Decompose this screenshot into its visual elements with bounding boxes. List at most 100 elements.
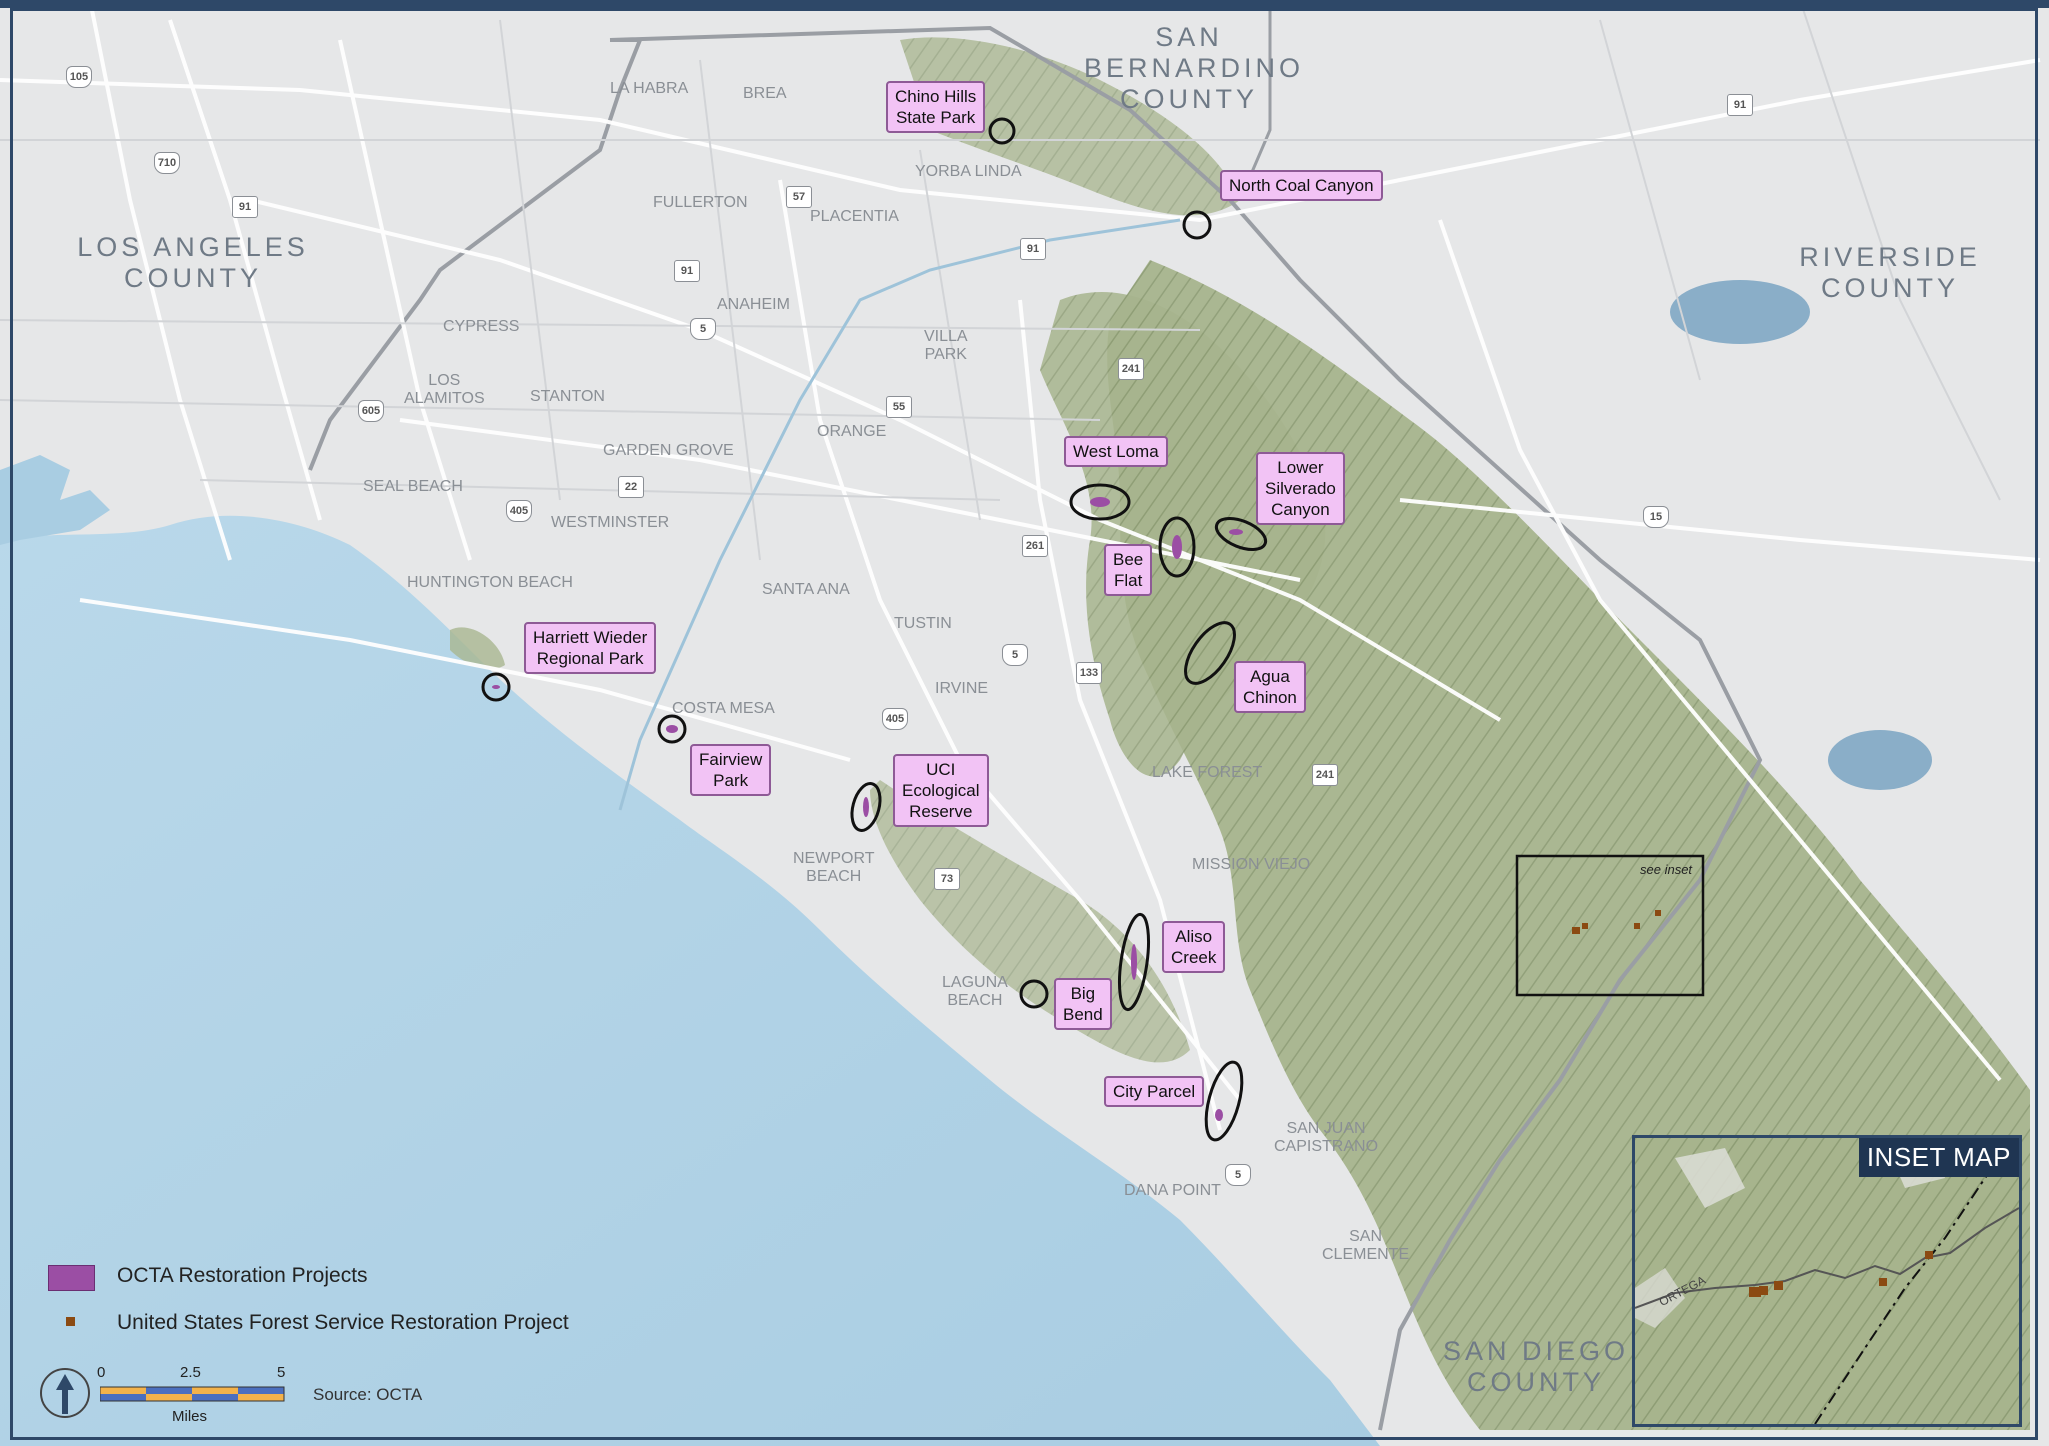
highway-shield: 405 [506, 500, 532, 522]
usfs-site-marker[interactable] [1634, 923, 1640, 929]
lake-elsinore [1828, 730, 1932, 790]
legend-usfs-swatch [66, 1317, 75, 1326]
city-laguna-beach: LAGUNA BEACH [942, 974, 1008, 1009]
usfs-site-marker[interactable] [1572, 927, 1580, 934]
north-arrow-icon [40, 1368, 90, 1418]
scale-tick-5: 5 [277, 1364, 286, 1381]
usfs-site-marker[interactable] [1655, 910, 1661, 916]
usfs-site-marker[interactable] [1925, 1251, 1933, 1259]
city-cypress: CYPRESS [443, 318, 520, 335]
harriett-wieder-outline[interactable] [481, 672, 511, 702]
fairview-outline[interactable] [657, 714, 687, 744]
highway-shield: 133 [1076, 662, 1102, 684]
city-mission-viejo: MISSION VIEJO [1192, 856, 1311, 873]
city-san-clemente: SAN CLEMENTE [1322, 1228, 1410, 1263]
top-border [0, 0, 2049, 8]
uci-outline[interactable] [847, 780, 885, 833]
city-parcel-outline[interactable] [1199, 1058, 1249, 1143]
pacific-ocean [0, 515, 1380, 1446]
label-lower-silverado-canyon[interactable]: Lower Silverado Canyon [1256, 452, 1345, 525]
city-la-habra: LA HABRA [610, 80, 689, 97]
city-santa-ana: SANTA ANA [762, 581, 850, 598]
chino-hills-outline[interactable] [988, 117, 1016, 145]
city-los-alamitos: LOS ALAMITOS [404, 372, 485, 407]
city-dana-point: DANA POINT [1124, 1182, 1221, 1199]
usfs-site-marker[interactable] [1582, 923, 1588, 929]
city-placentia: PLACENTIA [810, 208, 899, 225]
city-westminster: WESTMINSTER [551, 514, 670, 531]
highway-shield: 710 [154, 152, 180, 174]
city-yorba-linda: YORBA LINDA [915, 163, 1022, 180]
label-west-loma[interactable]: West Loma [1064, 436, 1168, 467]
county-line-north [609, 25, 1763, 1431]
legend-octa-swatch [48, 1265, 95, 1291]
lower-silverado-outline[interactable] [1212, 512, 1270, 556]
usfs-site-marker[interactable] [1759, 1286, 1768, 1295]
city-tustin: TUSTIN [894, 615, 952, 632]
chino-hills [900, 37, 1240, 216]
label-big-bend[interactable]: Big Bend [1054, 978, 1112, 1030]
city-irvine: IRVINE [935, 680, 989, 697]
county-line-la-orange [308, 38, 643, 471]
highway-shield: 57 [786, 186, 812, 208]
bee-flat-outline[interactable] [1158, 516, 1196, 578]
region-san-diego-county: SAN DIEGO COUNTY [1442, 1336, 1630, 1397]
city-stanton: STANTON [530, 388, 605, 405]
big-bend-outline[interactable] [1019, 979, 1049, 1009]
city-huntington-beach: HUNTINGTON BEACH [407, 574, 573, 591]
inset-map-title: INSET MAP [1858, 1138, 2019, 1177]
inset-locator-box[interactable] [1515, 854, 1705, 997]
label-harriett-wieder-regional-park[interactable]: Harriett Wieder Regional Park [524, 622, 657, 674]
see-inset-note: see inset [1640, 862, 1693, 877]
source-note: Source: OCTA [313, 1385, 423, 1404]
santa-ana-mountains [1040, 291, 1326, 777]
scale-tick-0: 0 [97, 1364, 106, 1381]
highway-shield: 55 [886, 396, 912, 418]
city-anaheim: ANAHEIM [717, 296, 790, 313]
highway-shield: 5 [690, 318, 716, 340]
highway-shield: 15 [1643, 506, 1669, 528]
west-loma-outline[interactable] [1069, 483, 1131, 521]
usfs-site-marker[interactable] [1749, 1287, 1761, 1297]
scale-unit: Miles [172, 1408, 208, 1425]
label-uci-ecological-reserve[interactable]: UCI Ecological Reserve [893, 754, 989, 827]
ortega-highway [1635, 1207, 2019, 1309]
city-san-juan-capistrano: SAN JUAN CAPISTRANO [1274, 1120, 1379, 1155]
roads [0, 0, 2041, 1131]
highway-shield: 91 [1020, 238, 1046, 260]
label-city-parcel[interactable]: City Parcel [1104, 1076, 1205, 1107]
aliso-creek-outline[interactable] [1114, 912, 1153, 1012]
city-newport-beach: NEWPORT BEACH [793, 850, 875, 885]
highway-shield: 241 [1312, 764, 1338, 786]
north-coal-outline[interactable] [1182, 210, 1212, 240]
octa-project-fills [492, 497, 1243, 1121]
highway-shield: 241 [1118, 358, 1144, 380]
label-chino-hills-state-park[interactable]: Chino Hills State Park [886, 81, 986, 133]
minor-roads [0, 0, 2040, 561]
legend-usfs-label: United States Forest Service Restoration… [117, 1311, 569, 1334]
usfs-site-marker[interactable] [1879, 1278, 1887, 1286]
label-north-coal-canyon[interactable]: North Coal Canyon [1220, 170, 1383, 201]
city-orange: ORANGE [817, 423, 887, 440]
label-fairview-park[interactable]: Fairview Park [690, 744, 772, 796]
city-garden-grove: GARDEN GROVE [603, 442, 734, 459]
usfs-site-marker[interactable] [1774, 1281, 1783, 1290]
highway-shield: 105 [66, 66, 92, 88]
city-fullerton: FULLERTON [653, 194, 748, 211]
highway-shield: 5 [1225, 1164, 1251, 1186]
city-costa-mesa: COSTA MESA [672, 700, 775, 717]
inset-map[interactable]: ORTEGA INSET MAP [1632, 1135, 2022, 1427]
region-los-angeles-county: LOS ANGELES COUNTY [77, 232, 309, 293]
santa-ana-river [618, 218, 1181, 811]
highway-shield: 91 [232, 196, 258, 218]
agua-chinon-outline[interactable] [1176, 615, 1244, 692]
inset-terrain [1635, 1138, 2019, 1424]
label-aliso-creek[interactable]: Aliso Creek [1162, 921, 1226, 973]
legend-octa-label: OCTA Restoration Projects [117, 1264, 368, 1287]
highway-shield: 261 [1022, 535, 1048, 557]
city-villa-park: VILLA PARK [924, 328, 968, 363]
region-san-bernardino-county: SAN BERNARDINO COUNTY [1084, 22, 1305, 114]
scale-bar [100, 1386, 285, 1402]
label-bee-flat[interactable]: Bee Flat [1104, 544, 1153, 596]
label-agua-chinon[interactable]: Agua Chinon [1234, 661, 1306, 713]
